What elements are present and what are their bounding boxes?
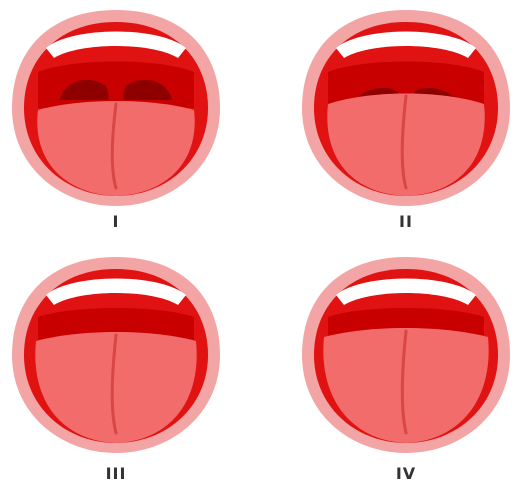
mouth-illustration-class-3 xyxy=(2,247,230,457)
grade-label: I xyxy=(2,212,230,231)
mallampati-class-2: II xyxy=(292,0,520,248)
mallampati-class-4: IV xyxy=(292,247,520,495)
mouth-illustration-class-1 xyxy=(2,0,230,210)
mallampati-class-3: III xyxy=(2,247,230,495)
mouth-illustration-class-4 xyxy=(292,247,520,457)
grade-label: II xyxy=(292,212,520,231)
mallampati-class-1: I xyxy=(2,0,230,248)
mouth-illustration-class-2 xyxy=(292,0,520,210)
grade-label: IV xyxy=(292,464,520,483)
grade-label: III xyxy=(2,464,230,483)
